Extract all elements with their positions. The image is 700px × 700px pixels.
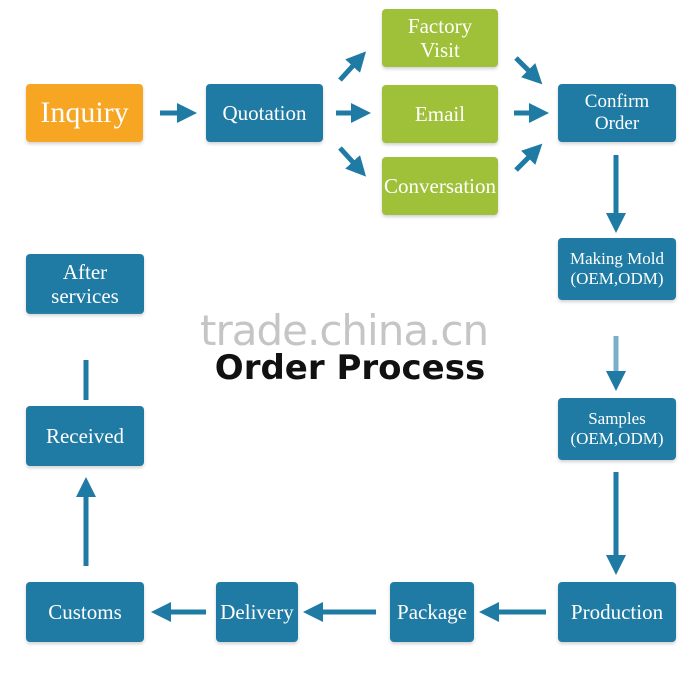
node-after-services-label: After services bbox=[51, 259, 119, 308]
node-quotation: Quotation bbox=[206, 84, 323, 142]
node-confirm-order: Confirm Order bbox=[558, 84, 676, 142]
node-inquiry: Inquiry bbox=[26, 84, 143, 142]
node-customs: Customs bbox=[26, 582, 144, 642]
arrow-factory-visit-confirm-order bbox=[514, 56, 543, 85]
node-confirm-order-label: Confirm Order bbox=[584, 91, 650, 134]
after-services-fade bbox=[24, 312, 148, 334]
node-samples: Samples (OEM,ODM) bbox=[558, 398, 676, 460]
node-samples-label: Samples (OEM,ODM) bbox=[570, 409, 664, 448]
diagram-title: Order Process bbox=[214, 348, 486, 388]
node-making-mold-label: Making Mold (OEM,ODM) bbox=[570, 249, 664, 288]
node-received-label: Received bbox=[45, 423, 125, 448]
node-making-mold: Making Mold (OEM,ODM) bbox=[558, 238, 676, 300]
node-email: Email bbox=[382, 85, 498, 143]
node-email-label: Email bbox=[414, 101, 466, 126]
arrow-conversation-confirm-order bbox=[514, 143, 543, 172]
node-package-label: Package bbox=[397, 599, 467, 624]
node-package: Package bbox=[390, 582, 474, 642]
arrow-quotation-conversation bbox=[338, 146, 367, 177]
node-production: Production bbox=[558, 582, 676, 642]
node-delivery: Delivery bbox=[216, 582, 298, 642]
node-quotation-label: Quotation bbox=[222, 100, 307, 125]
node-inquiry-label: Inquiry bbox=[40, 95, 129, 129]
arrow-quotation-factory-visit bbox=[338, 51, 367, 82]
node-factory-visit: Factory Visit bbox=[382, 9, 498, 67]
node-customs-label: Customs bbox=[48, 599, 122, 624]
node-received: Received bbox=[26, 406, 144, 466]
node-factory-visit-label: Factory Visit bbox=[407, 13, 473, 62]
node-conversation: Conversation bbox=[382, 157, 498, 215]
node-after-services: After services bbox=[26, 254, 144, 314]
node-production-label: Production bbox=[570, 599, 664, 624]
node-conversation-label: Conversation bbox=[384, 173, 496, 198]
watermark-text: trade.china.cn bbox=[200, 306, 489, 355]
node-delivery-label: Delivery bbox=[220, 599, 294, 624]
